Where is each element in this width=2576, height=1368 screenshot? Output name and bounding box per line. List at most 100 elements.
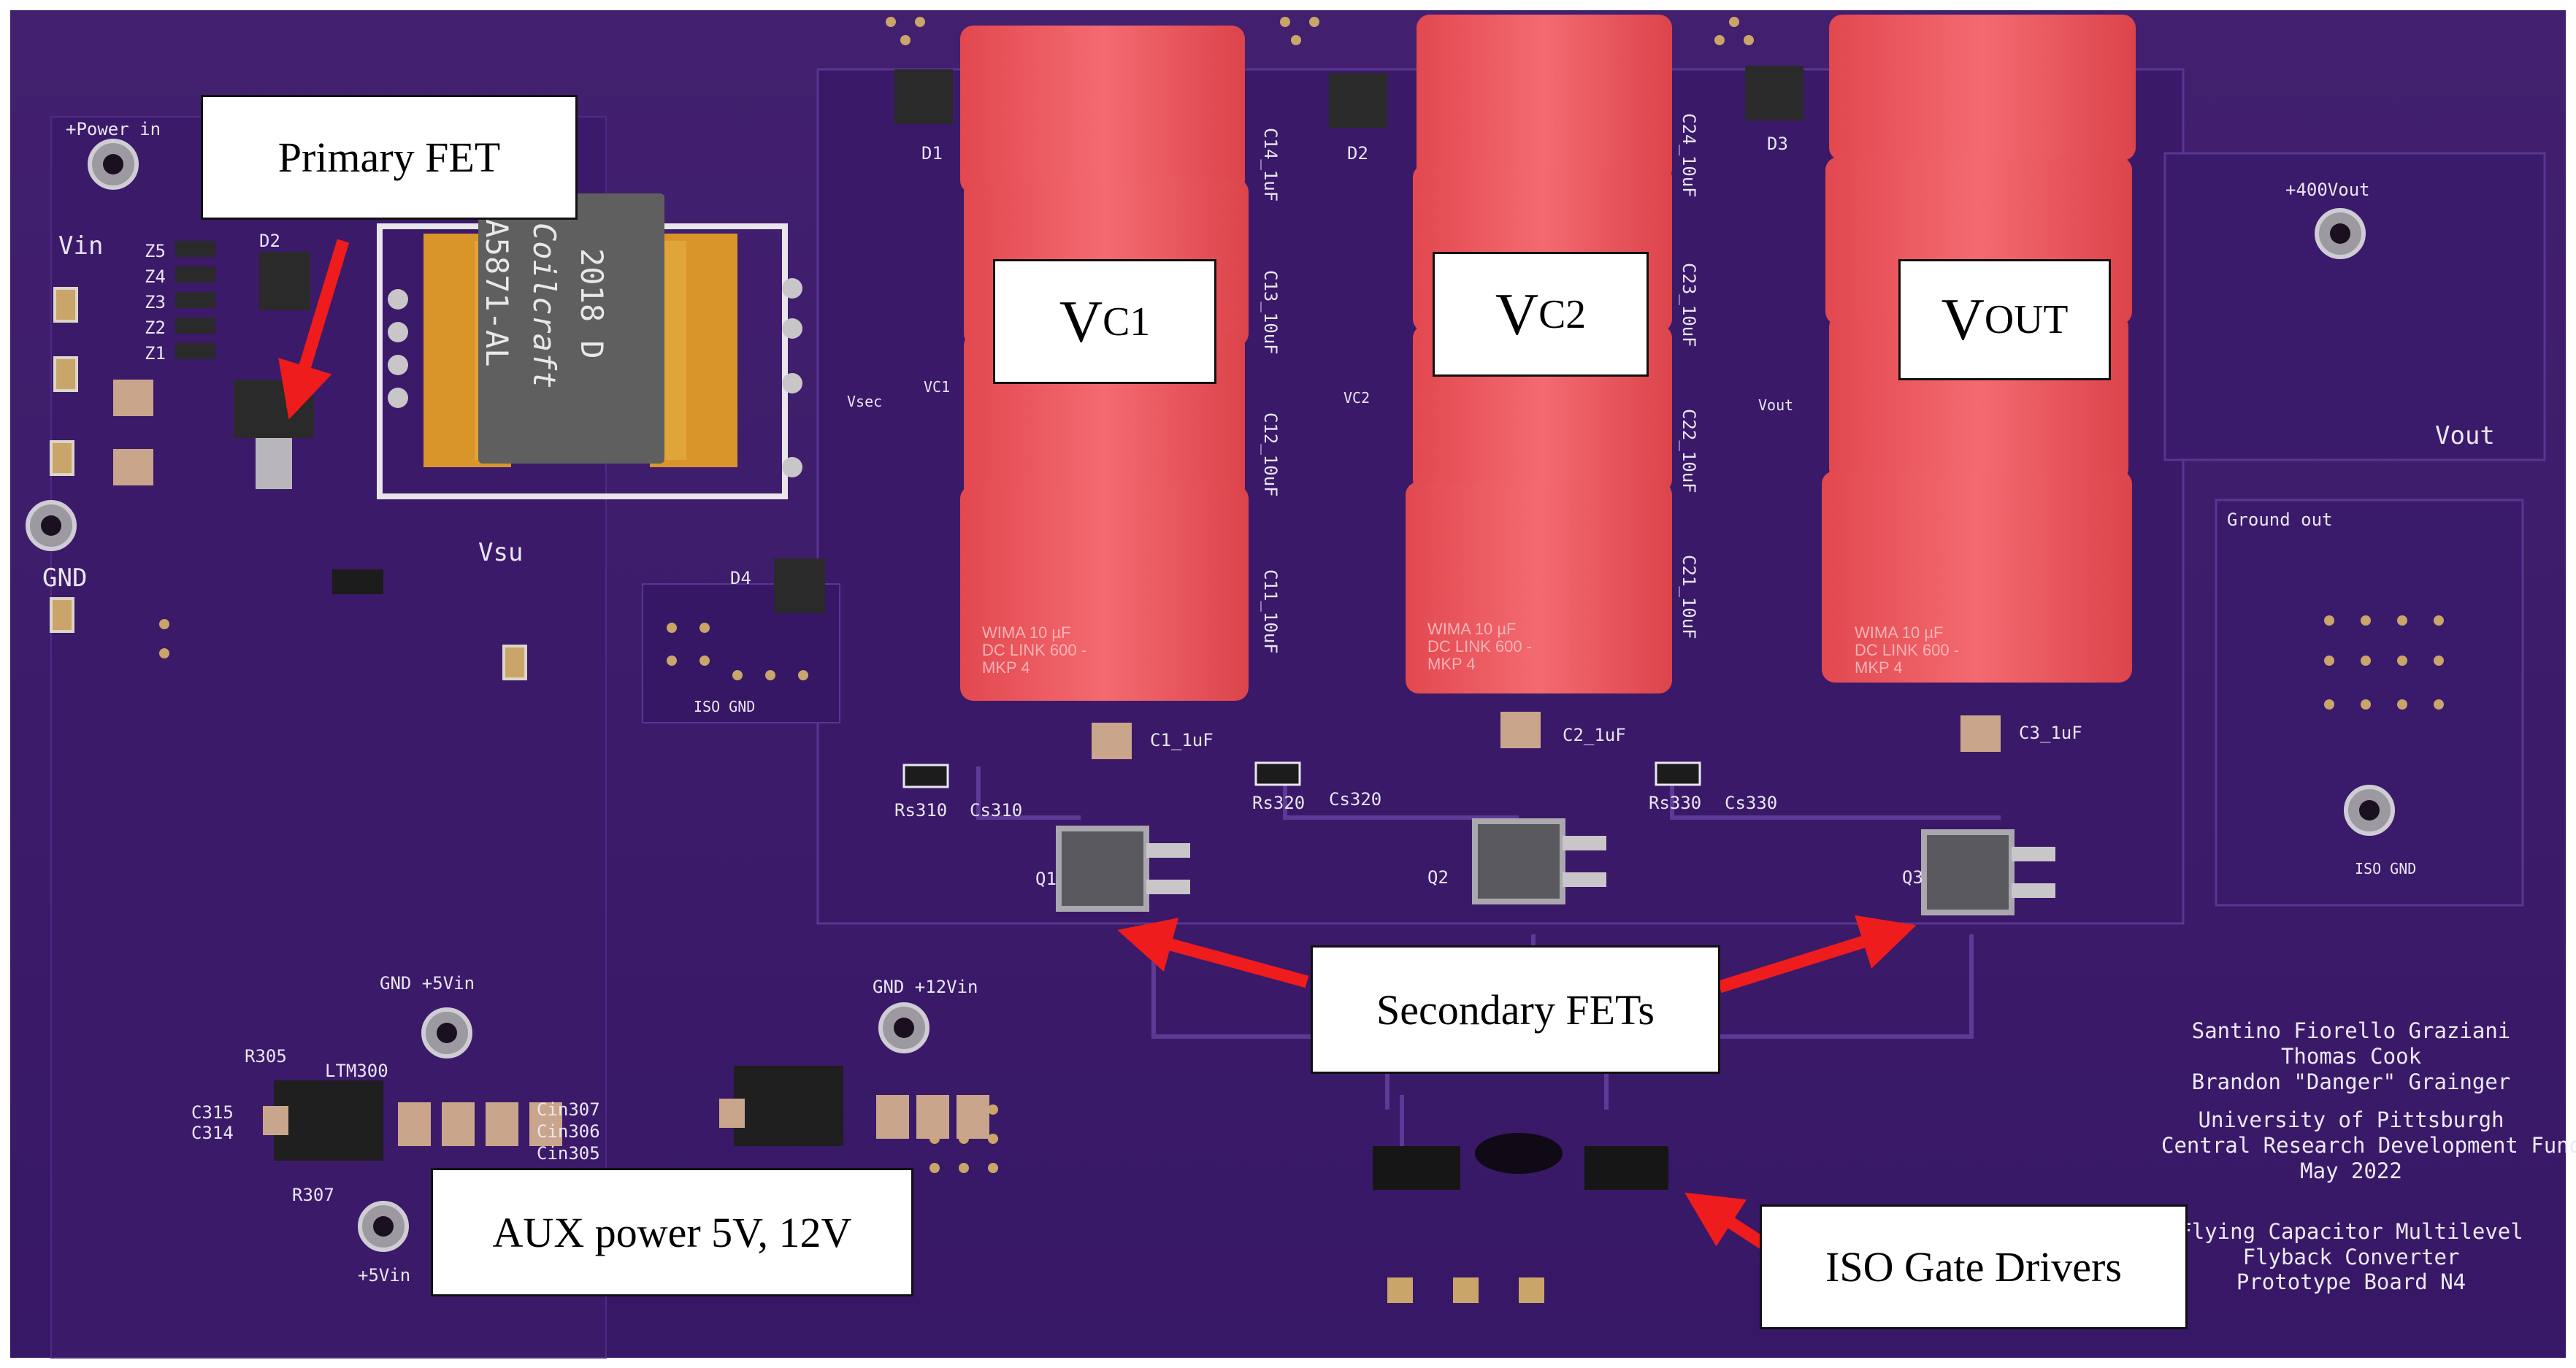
credits-block: Santino Fiorello Graziani Thomas Cook Br…	[2161, 1018, 2576, 1295]
arrow-secondary-fet-1	[1117, 918, 1309, 988]
silk-vin: Vin	[58, 231, 104, 261]
silk-z3: Z3	[145, 292, 166, 312]
silk-rs310: Rs310	[894, 800, 948, 821]
smd-left	[50, 241, 527, 680]
silk-iso-gnd-left: ISO GND	[694, 698, 756, 715]
credits-line: Flyback Converter	[2242, 1244, 2460, 1269]
mounting-holes	[26, 139, 2395, 1252]
wima-line-2: DC LINK 600 -	[1855, 641, 1960, 660]
silk-c14: C14_1uF	[1260, 128, 1281, 202]
silk-c315: C315	[191, 1102, 234, 1123]
vout-pour	[2163, 152, 2546, 461]
credits-line: Flying Capacitor Multilevel	[2179, 1218, 2523, 1244]
credits-line: Central Research Development Fund	[2161, 1133, 2576, 1158]
credits-spacer	[2161, 1184, 2541, 1219]
silk-q1: Q1	[1035, 869, 1057, 889]
silk-c13: C13_10uF	[1260, 270, 1281, 355]
wima-line-1: WIMA 10 µF	[1427, 620, 1517, 638]
silk-d2-left: D2	[259, 231, 280, 251]
wima-line-3: MKP 4	[1855, 658, 1903, 677]
silk-d1: D1	[921, 143, 943, 164]
arrow-secondary-fet-3	[1717, 915, 1917, 994]
transformer-line-3: 2018 D	[574, 248, 610, 359]
silk-c21: C21_10uF	[1679, 555, 1699, 639]
arrow-primary-fet	[278, 239, 350, 420]
silk-iso-gnd-right: ISO GND	[2355, 860, 2417, 877]
callout-vc2-main: V	[1495, 280, 1539, 347]
wima-line-2: DC LINK 600 -	[982, 641, 1087, 660]
silk-c3: C3_1uF	[2019, 723, 2082, 743]
silk-z5: Z5	[145, 241, 166, 261]
callout-primary-fet: Primary FET	[201, 95, 578, 220]
silk-gnd-12vin: GND +12Vin	[873, 977, 978, 997]
silk-z1: Z1	[145, 343, 166, 364]
snubber-parts	[902, 761, 1701, 788]
silk-d4: D4	[730, 568, 751, 588]
silk-c22: C22_10uF	[1679, 409, 1699, 493]
silk-d2: D2	[1347, 143, 1368, 164]
silk-cin306: Cin306	[537, 1121, 600, 1142]
callout-vc2-sub: C2	[1538, 291, 1587, 337]
wima-line-2: DC LINK 600 -	[1427, 637, 1533, 656]
silk-400vout: +400Vout	[2285, 180, 2370, 200]
transformer-line-2: Coilcraft	[526, 223, 562, 389]
silk-gnd: GND	[42, 564, 88, 593]
secondary-fet-parts	[1056, 818, 2055, 915]
callout-vc1-sub: C1	[1103, 299, 1151, 345]
credits-line: Santino Fiorello Graziani	[2191, 1018, 2511, 1043]
callout-secondary-fets: Secondary FETs	[1311, 945, 1720, 1074]
silk-c11: C11_10uF	[1260, 569, 1281, 654]
silk-power-in: +Power in	[66, 119, 161, 139]
silk-vout-right: Vout	[2435, 421, 2495, 450]
silk-c23: C23_10uF	[1679, 263, 1699, 347]
silk-cin307: Cin307	[537, 1099, 600, 1120]
silk-q2: Q2	[1427, 867, 1449, 888]
silk-rs330: Rs330	[1649, 793, 1702, 813]
small-caps	[1092, 712, 2001, 759]
silk-rs320: Rs320	[1252, 793, 1306, 813]
silk-ground-out: Ground out	[2227, 510, 2333, 530]
wima-marking-3: WIMA 10 µF DC LINK 600 - MKP 4	[1855, 623, 1960, 677]
callout-vout-main: V	[1941, 286, 1985, 353]
silk-c2: C2_1uF	[1563, 725, 1626, 745]
gate-driver-ics	[1373, 1133, 1668, 1190]
wima-line-1: WIMA 10 µF	[1855, 623, 1944, 642]
silk-c314: C314	[191, 1123, 234, 1143]
credits-line: Prototype Board N4	[2236, 1269, 2466, 1295]
via-grid	[159, 17, 2444, 1173]
wima-marking-1: WIMA 10 µF DC LINK 600 - MKP 4	[982, 623, 1087, 677]
bottom-pads	[1387, 1277, 1544, 1303]
credits-line: May 2022	[2300, 1158, 2402, 1183]
silk-z2: Z2	[145, 318, 166, 338]
callout-vout-sub: OUT	[1984, 297, 2069, 342]
silk-d3: D3	[1767, 134, 1788, 154]
silk-c1: C1_1uF	[1150, 730, 1214, 750]
wima-line-1: WIMA 10 µF	[982, 623, 1071, 642]
callout-iso-gate-drivers: ISO Gate Drivers	[1760, 1204, 2188, 1329]
wima-marking-2: WIMA 10 µF DC LINK 600 - MKP 4	[1427, 620, 1532, 674]
credits-spacer	[2161, 1094, 2541, 1107]
silk-z4: Z4	[145, 266, 166, 287]
silk-r305: R305	[245, 1046, 287, 1067]
wima-line-3: MKP 4	[982, 658, 1030, 677]
silk-vsu: Vsu	[478, 538, 524, 567]
top-diodes	[774, 66, 1803, 613]
silk-ltm: LTM300	[325, 1061, 388, 1081]
credits-line: Brandon "Danger" Grainger	[2191, 1069, 2511, 1094]
silk-c24: C24_10uF	[1679, 113, 1699, 198]
silk-cin305: Cin305	[537, 1143, 600, 1164]
transformer-line-1: NA5871-AL	[479, 201, 515, 367]
silk-cs330: Cs330	[1725, 793, 1778, 813]
silk-vout-small: Vout	[1758, 396, 1794, 414]
silk-q3: Q3	[1902, 867, 1923, 888]
silk-vc2: VC2	[1343, 389, 1371, 407]
silk-vc1: VC1	[924, 378, 951, 396]
callout-vc1-main: V	[1059, 288, 1103, 355]
silk-vsec: Vsec	[847, 393, 883, 410]
silk-c12: C12_10uF	[1260, 412, 1281, 497]
silk-r307: R307	[292, 1185, 334, 1205]
